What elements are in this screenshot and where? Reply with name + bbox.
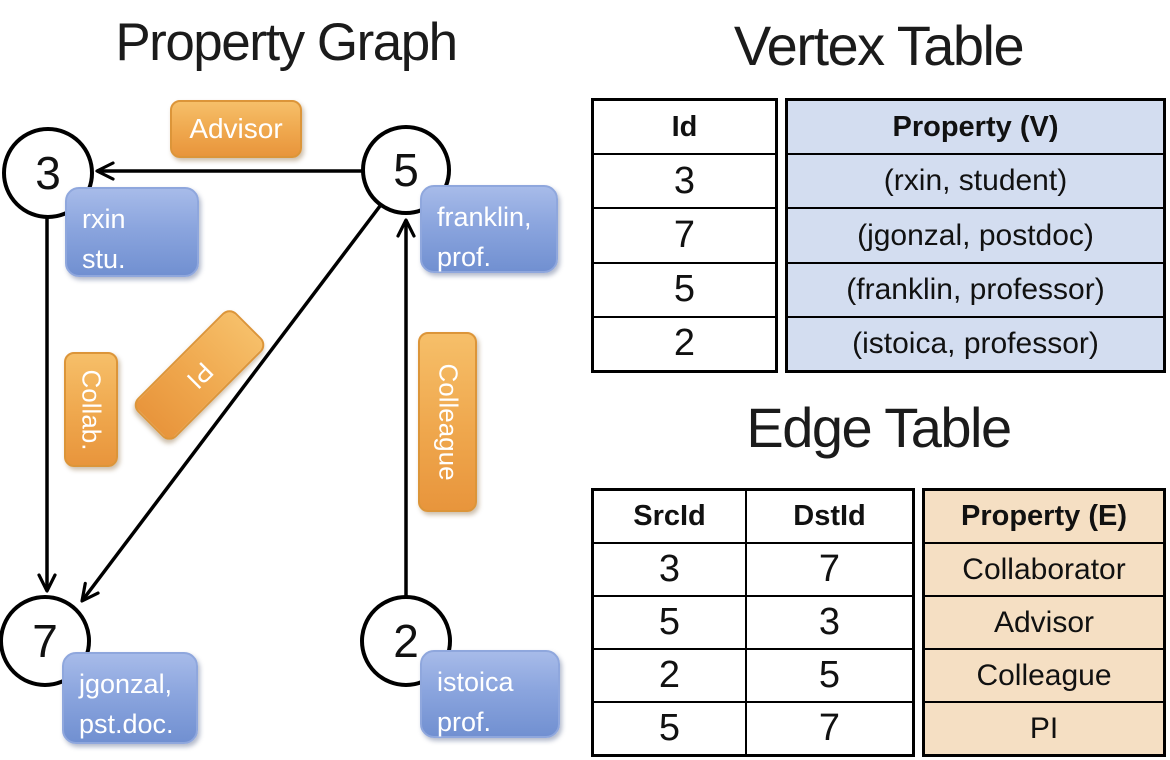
src-cell: 3 <box>658 548 681 590</box>
property-cell: (franklin, professor) <box>788 261 1163 316</box>
id-cell: 7 <box>594 207 775 261</box>
property-cell: PI <box>925 701 1163 754</box>
node-id-label: 2 <box>393 615 419 667</box>
vertex-label-line: prof. <box>437 242 492 272</box>
graph-canvas: 3 5 7 2 <box>0 125 452 687</box>
node-id-label: 7 <box>32 615 58 667</box>
column-header-property-e: Property (E) <box>961 500 1127 532</box>
vertex-table-id-column: Id 3 7 5 2 <box>591 98 778 373</box>
edge-label-advisor: Advisor <box>170 100 302 158</box>
edge-label-colleague: Colleague <box>418 332 477 512</box>
property-cell: (istoica, professor) <box>788 315 1163 370</box>
vertex-table-property-column: Property (V) (rxin, student) (jgonzal, p… <box>785 98 1166 373</box>
edge-table-src-dst-columns: SrcId DstId 3 7 5 3 2 5 5 7 <box>591 488 915 757</box>
edge-table: SrcId DstId 3 7 5 3 2 5 5 7 Property (E)… <box>591 488 1166 757</box>
property-cell: (jgonzal, postdoc) <box>788 207 1163 261</box>
edge-table-property-column: Property (E) Collaborator Advisor Collea… <box>922 488 1166 757</box>
src-cell: 2 <box>658 654 681 696</box>
vertex-label-7: jgonzal, pst.doc. <box>62 652 198 744</box>
vertex-label-line: franklin, <box>437 202 532 232</box>
dst-cell: 3 <box>745 597 912 648</box>
vertex-label-2: istoica prof. <box>420 650 560 738</box>
vertex-label-line: istoica <box>437 667 514 697</box>
edge-label-text: PI <box>180 356 220 395</box>
edge-label-collab: Collab. <box>64 352 118 467</box>
property-cell: (rxin, student) <box>788 153 1163 207</box>
edge-label-text: Advisor <box>189 113 283 144</box>
id-cell: 2 <box>594 315 775 370</box>
vertex-label-line: rxin <box>82 204 126 234</box>
edge-label-text: Colleague <box>433 363 463 481</box>
id-cell: 5 <box>594 261 775 316</box>
vertex-label-3: rxin stu. <box>65 187 199 277</box>
property-cell: Collaborator <box>925 542 1163 595</box>
vertex-table: Id 3 7 5 2 Property (V) (rxin, student) … <box>591 98 1166 373</box>
vertex-table-title: Vertex Table <box>733 14 1025 77</box>
vertex-label-5: franklin, prof. <box>420 185 558 273</box>
vertex-label-line: prof. <box>437 707 492 737</box>
edge-table-title: Edge Table <box>746 396 1012 459</box>
property-cell: Colleague <box>925 648 1163 701</box>
id-cell: 3 <box>594 153 775 207</box>
vertex-label-line: stu. <box>82 244 126 274</box>
column-header-srcid: SrcId <box>633 500 706 532</box>
vertex-label-line: pst.doc. <box>79 709 174 739</box>
property-graph-title: Property Graph <box>115 13 458 72</box>
vertex-label-line: jgonzal, <box>79 669 173 699</box>
node-id-label: 3 <box>35 147 61 199</box>
node-id-label: 5 <box>393 144 419 196</box>
column-header-dstid: DstId <box>745 491 912 542</box>
src-cell: 5 <box>658 601 681 643</box>
edge-line-pi-5-to-7 <box>80 204 382 603</box>
dst-cell: 7 <box>745 703 912 754</box>
property-cell: Advisor <box>925 595 1163 648</box>
src-cell: 5 <box>658 707 681 749</box>
column-header-id: Id <box>671 110 698 143</box>
column-header-property-v: Property (V) <box>892 110 1059 143</box>
dst-cell: 5 <box>745 650 912 701</box>
dst-cell: 7 <box>745 544 912 595</box>
edge-label-text: Collab. <box>76 369 107 450</box>
